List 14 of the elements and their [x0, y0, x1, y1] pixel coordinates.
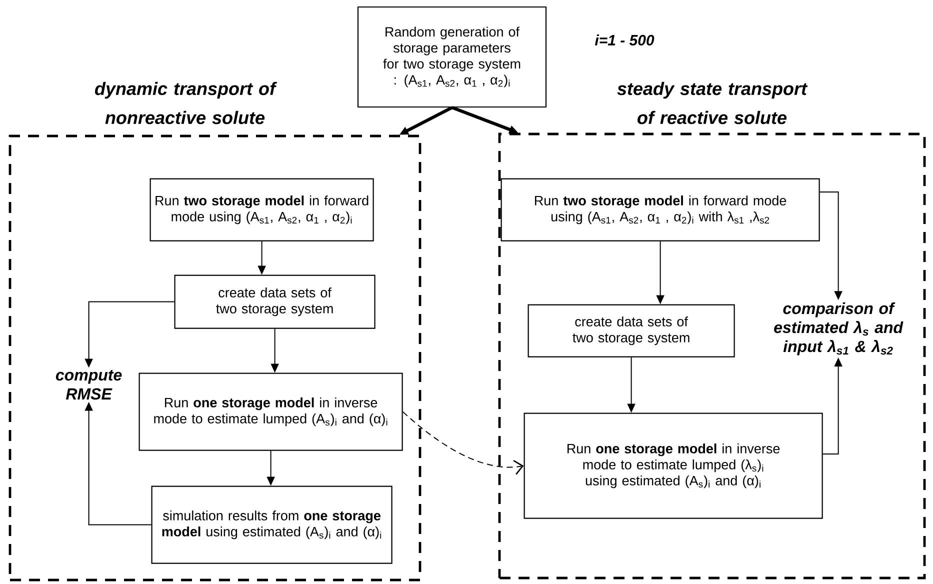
process-box: create data sets of two storage system — [528, 304, 735, 358]
process-box: Run one storage model in inverse mode to estimate lumped (λ$_{s}$)$_{i}$ using estimated (A$_{s}$)$_{i}$ and (α)$_{i}$ — [524, 412, 823, 519]
process-box: Run one storage model in inverse mode to estimate lumped (A$_{s}$)$_{i}$ and (α)$_{i}$ — [138, 372, 403, 451]
panel-heading: steady state transport of reactive solute — [617, 82, 808, 124]
process-box: Random generation of storage parameters for two storage system : (A$_{s1}$, A$_{s2}$, α$_{1}$ , α$_{2}$)$_{i}$ — [357, 6, 547, 108]
note-text: compute RMSE — [56, 370, 122, 400]
process-box: Run two storage model in forward mode using (A$_{s1}$, A$_{s2}$, α$_{1}$ , α$_{2}$)$_{i}$ with λ$_{s1}$ ,λ$_{s2}$ — [500, 178, 820, 242]
arrow — [402, 411, 524, 475]
process-box: simulation results from one storage model using estimated (A$_{s}$)$_{i}$ and (α)$_{i}$ — [151, 486, 392, 564]
panel-heading: dynamic transport of nonreactive solute — [95, 82, 277, 124]
iteration-label: i=1 - 500 — [594, 34, 654, 46]
process-box: create data sets of two storage system — [174, 274, 376, 329]
note-text: comparison of estimated λ$_{s}$ and input λ$_{s1}$ & λ$_{s2}$ — [774, 302, 904, 356]
process-box: Run two storage model in forward mode using (A$_{s1}$, A$_{s2}$, α$_{1}$ , α$_{2}$)$_{i}$ — [150, 178, 374, 242]
